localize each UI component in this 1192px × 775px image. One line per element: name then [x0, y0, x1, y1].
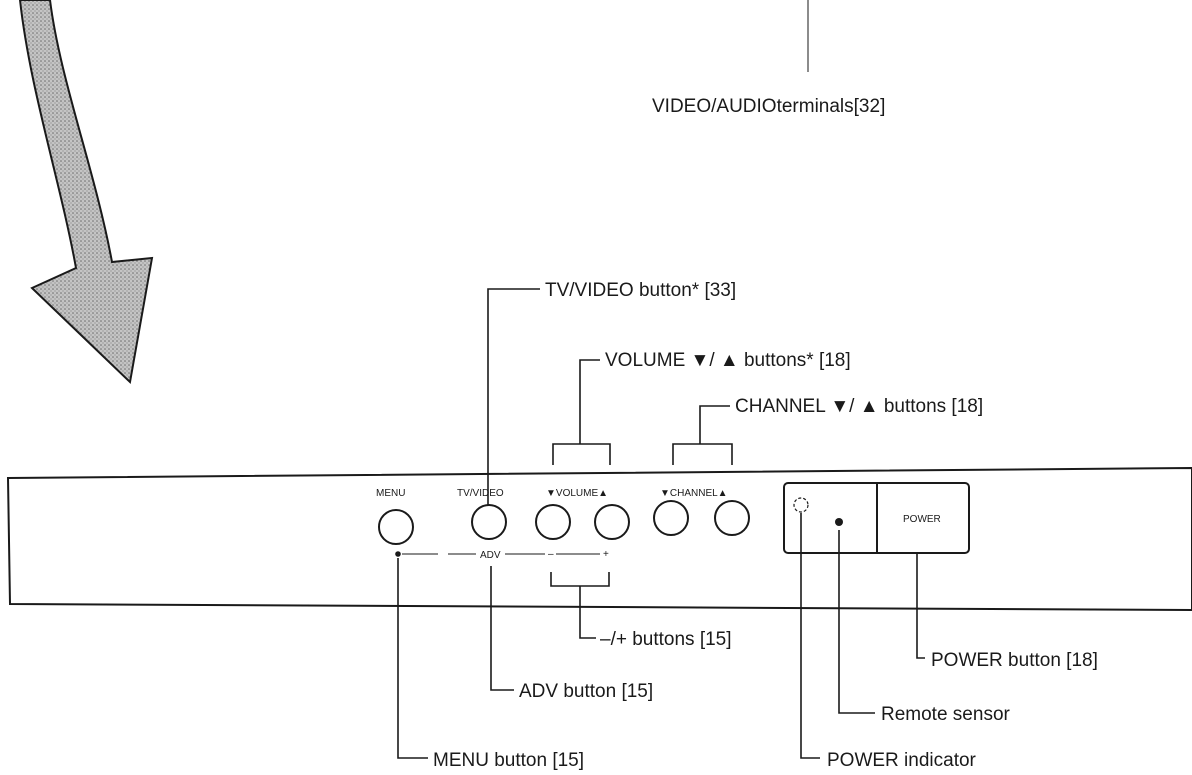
- curved-down-arrow-icon: [18, 0, 154, 385]
- tv-video-button[interactable]: [471, 504, 507, 540]
- adv-panel-label: ADV: [480, 550, 501, 561]
- menu-leader-line: [397, 558, 428, 759]
- remote-sensor-dot: [835, 518, 843, 526]
- adv-button-label: ADV button [15]: [519, 681, 653, 702]
- channel-buttons-label: CHANNEL ▼/ ▲ buttons [18]: [735, 396, 983, 417]
- power-panel-label: POWER: [903, 514, 941, 525]
- tv-video-leader-line: [487, 288, 540, 505]
- power-indicator-lamp: [793, 497, 809, 513]
- menu-button[interactable]: [378, 509, 414, 545]
- volume-up-button[interactable]: [594, 504, 630, 540]
- front-panel-body: [6, 466, 1192, 612]
- volume-buttons-label: VOLUME ▼/ ▲ buttons* [18]: [605, 350, 851, 371]
- minus-plus-bracket: [550, 572, 610, 587]
- volume-bracket: [552, 443, 611, 465]
- minus-plus-buttons-label: –/+ buttons [15]: [600, 629, 732, 650]
- volume-leader-line: [579, 359, 600, 444]
- channel-bracket: [672, 443, 733, 465]
- power-indicator-leader-line: [800, 513, 820, 759]
- menu-panel-label: MENU: [376, 488, 405, 499]
- channel-panel-label: ▼CHANNEL▲: [660, 488, 728, 499]
- power-button-leader-line: [916, 553, 925, 659]
- channel-leader-line: [699, 405, 730, 444]
- tv-video-button-label: TV/VIDEO button* [33]: [545, 280, 736, 301]
- adv-leader-line: [490, 566, 514, 691]
- power-button-label: POWER button [18]: [931, 650, 1098, 671]
- remote-sensor-label: Remote sensor: [881, 704, 1011, 725]
- minus-plus-leader-line: [579, 586, 596, 639]
- video-audio-terminals-label: VIDEO/AUDIOterminals[32]: [652, 96, 885, 117]
- plus-panel-label: +: [603, 549, 609, 560]
- menu-button-label: MENU button [15]: [433, 750, 584, 771]
- volume-panel-label: ▼VOLUME▲: [546, 488, 608, 499]
- channel-up-button[interactable]: [714, 500, 750, 536]
- channel-down-button[interactable]: [653, 500, 689, 536]
- menu-dot-marker: [395, 551, 401, 557]
- remote-sensor-leader-line: [838, 530, 875, 714]
- power-indicator-label: POWER indicator: [827, 750, 977, 771]
- minus-panel-label: –: [548, 549, 554, 560]
- volume-down-button[interactable]: [535, 504, 571, 540]
- tv-video-panel-label: TV/VIDEO: [457, 488, 504, 499]
